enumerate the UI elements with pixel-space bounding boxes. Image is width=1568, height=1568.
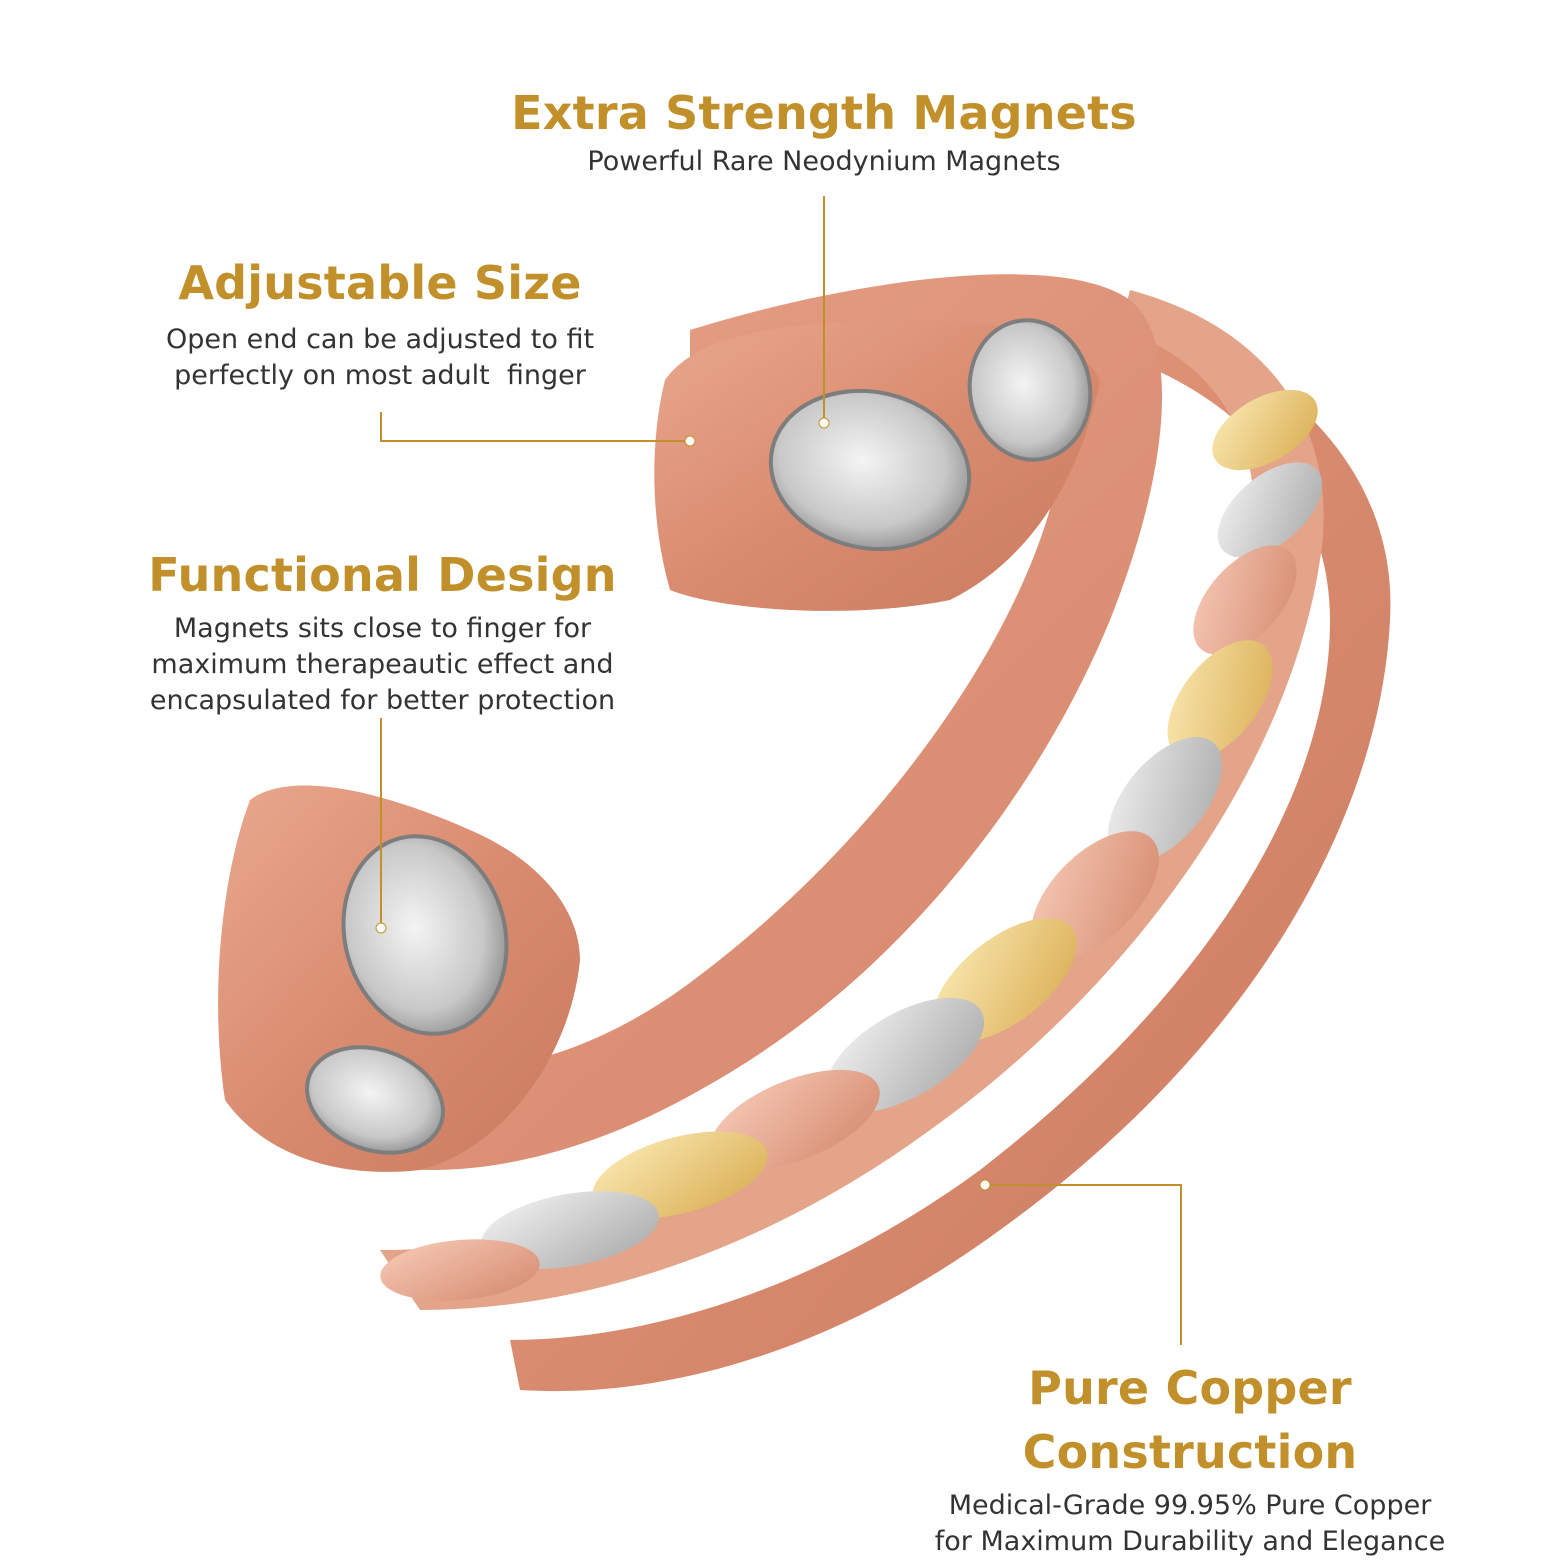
magnet-bottom-front: [341, 834, 509, 1036]
feature-title: Extra Strength Magnets: [511, 86, 1137, 140]
callout-dots: [375, 417, 991, 1191]
leader-copper: [985, 1184, 1182, 1345]
feature-description-line: encapsulated for better protection: [149, 685, 616, 716]
magnet-top-back: [967, 318, 1093, 462]
dot-magnets: [818, 417, 830, 429]
magnet-bottom-back: [305, 1045, 445, 1155]
feature-extra-strength-magnets: Extra Strength Magnets Powerful Rare Neo…: [484, 82, 1164, 180]
dot-copper: [979, 1179, 991, 1191]
dot-design: [375, 922, 387, 934]
callout-lines: [380, 196, 1182, 1345]
braid-links: [380, 389, 1323, 1301]
leader-adjustable: [380, 412, 690, 442]
feature-description-line: for Maximum Durability and Elegance: [934, 1526, 1446, 1557]
feature-title: Pure Copper Construction: [1022, 1361, 1358, 1479]
feature-description-line: perfectly on most adult finger: [174, 360, 586, 391]
feature-title: Functional Design: [148, 548, 617, 602]
feature-description-line: maximum therapeautic effect and: [151, 649, 614, 680]
feature-description-line: Medical-Grade 99.95% Pure Copper: [948, 1490, 1432, 1521]
dot-adjustable: [684, 435, 696, 447]
feature-description-line: Magnets sits close to finger for: [173, 613, 592, 644]
feature-description-line: Powerful Rare Neodynium Magnets: [587, 146, 1061, 177]
feature-functional-design: Functional Design Magnets sits close to …: [110, 545, 655, 719]
magnet-top-front: [768, 388, 972, 552]
feature-title: Adjustable Size: [178, 256, 582, 310]
feature-description-line: Open end can be adjusted to fit: [165, 324, 595, 355]
feature-pure-copper-construction: Pure Copper Construction Medical-Grade 9…: [860, 1356, 1520, 1560]
feature-adjustable-size: Adjustable Size Open end can be adjusted…: [120, 252, 640, 394]
